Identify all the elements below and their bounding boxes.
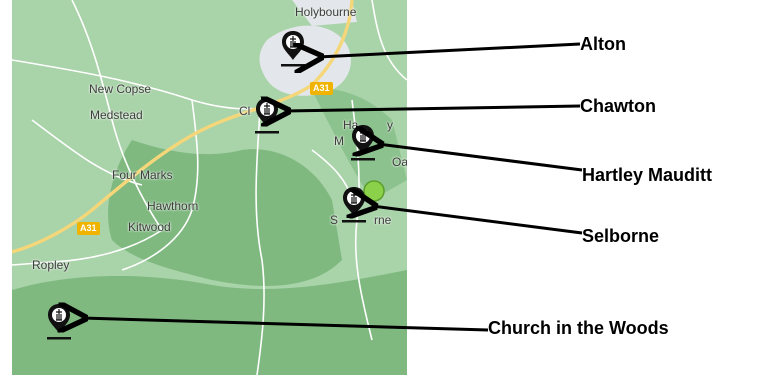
green-location-marker[interactable]	[363, 180, 385, 202]
road-shield-a31: A31	[310, 82, 333, 95]
church-pin-icon[interactable]	[280, 30, 306, 68]
place-label-selborne-partial: S	[330, 213, 339, 227]
callout-chawton: Chawton	[580, 96, 656, 116]
callout-selborne: Selborne	[582, 226, 660, 246]
woodland-area	[108, 140, 342, 286]
church-pin-icon[interactable]	[350, 124, 376, 162]
place-label-holybourne: Holybourne	[295, 5, 357, 19]
place-label-chawton-partial: Cl	[239, 104, 251, 118]
place-label-selborne-partial: rne	[374, 213, 392, 227]
place-label-hawthorn: Hawthorn	[147, 199, 199, 213]
place-label-four-marks: Four Marks	[112, 168, 173, 182]
place-label-ropley: Ropley	[32, 258, 70, 272]
place-label-kitwood: Kitwood	[128, 220, 171, 234]
place-label-oakhanger-partial: Oa	[392, 155, 407, 169]
church-pin-icon[interactable]	[254, 97, 280, 135]
arrow-hartley-mauditt	[378, 144, 583, 172]
callout-church-in-the-woods: Church in the Woods	[488, 318, 669, 338]
church-pin-icon[interactable]	[341, 186, 367, 224]
map-view[interactable]: Holybourne New Copse Medstead Four Marks…	[12, 0, 407, 375]
place-label-new-copse: New Copse	[89, 82, 152, 96]
callout-alton: Alton	[580, 34, 626, 54]
church-pin-icon[interactable]	[46, 303, 72, 341]
road-shield-a31: A31	[77, 222, 100, 235]
place-label-hartley-partial: y	[387, 118, 393, 132]
callout-hartley-mauditt: Hartley Mauditt	[582, 165, 713, 185]
place-label-hartley-partial: M	[334, 134, 344, 148]
major-road-a31	[12, 0, 354, 254]
place-label-medstead: Medstead	[90, 108, 143, 122]
town-area	[292, 0, 357, 26]
